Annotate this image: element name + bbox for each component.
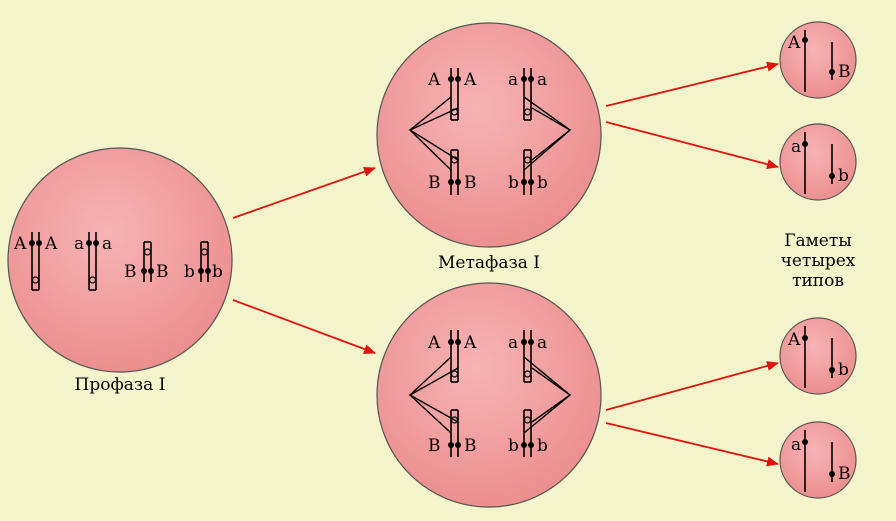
- gametes-caption-line-1: Гаметы: [784, 231, 852, 251]
- arrow-metaphase-top-to-gamete-2: [605, 121, 779, 170]
- allele-label: b: [838, 360, 849, 380]
- allele-label: a: [508, 70, 518, 90]
- gamete-cell-3: [779, 317, 857, 395]
- allele-label: A: [463, 70, 477, 90]
- allele-label: A: [787, 330, 801, 350]
- spindle-fibers: [408, 356, 572, 434]
- bivalent-AA: A A: [13, 232, 58, 291]
- allele-label: A: [427, 333, 441, 353]
- allele-label: a: [74, 234, 84, 254]
- metaphase-top-chromosomes: A A B B a a: [408, 68, 572, 195]
- allele-label: b: [212, 262, 223, 282]
- metaphase-cell-bottom: [376, 282, 602, 508]
- arrow-metaphase-top-to-gamete-1: [605, 61, 779, 107]
- allele-label: b: [508, 436, 519, 456]
- gamete-3-chromosomes: A b: [787, 326, 849, 388]
- allele-label: B: [838, 62, 851, 82]
- allele-label: A: [463, 333, 477, 353]
- metaphase-caption: Метафаза I: [438, 253, 540, 273]
- allele-label: b: [184, 262, 195, 282]
- chromosome-pair-aa: a a: [508, 330, 547, 383]
- gamete-cell-4: [779, 421, 857, 499]
- chromosome-pair-aa: a a: [508, 68, 547, 121]
- allele-label: B: [838, 464, 851, 484]
- prophase-cell-body: [7, 147, 233, 373]
- allele-label: B: [428, 173, 441, 193]
- gamete-4-chromosomes: a B: [791, 430, 851, 492]
- allele-label: B: [464, 436, 477, 456]
- chromosome-pair-bb: b b: [508, 149, 548, 195]
- arrow-metaphase-bottom-to-gamete-4: [605, 422, 779, 467]
- allele-label: A: [13, 234, 27, 254]
- allele-label: A: [427, 70, 441, 90]
- allele-label: b: [838, 166, 849, 186]
- metaphase-cell-top-body: [376, 22, 602, 248]
- arrows: [232, 61, 779, 467]
- allele-label: b: [508, 173, 519, 193]
- gametes-caption-line-2: четырех: [781, 251, 856, 271]
- allele-label: a: [791, 435, 801, 455]
- chromosome-pair-AA: A A: [427, 330, 477, 383]
- metaphase-bottom-chromosomes: A A B B a a: [408, 330, 572, 457]
- allele-label: B: [464, 173, 477, 193]
- chromosome-pair-bb: b b: [508, 409, 548, 457]
- arrow-prophase-to-metaphase-top: [232, 166, 376, 219]
- arrow-prophase-to-metaphase-bottom: [232, 299, 376, 354]
- prophase-chromosomes: A A a a B B: [13, 232, 223, 291]
- gamete-cells: [779, 21, 857, 499]
- allele-label: B: [124, 262, 137, 282]
- allele-label: b: [537, 173, 548, 193]
- allele-label: a: [537, 70, 547, 90]
- allele-label: B: [428, 436, 441, 456]
- bivalent-BB: B B: [124, 241, 169, 282]
- allele-label: b: [537, 436, 548, 456]
- allele-label: a: [791, 137, 801, 157]
- allele-label: a: [102, 234, 112, 254]
- arrow-metaphase-bottom-to-gamete-3: [605, 361, 779, 411]
- allele-label: B: [156, 262, 169, 282]
- allele-label: a: [508, 333, 518, 353]
- chromosome-pair-BB: B B: [428, 149, 477, 195]
- bivalent-aa: a a: [74, 232, 112, 291]
- spindle-fibers: [408, 96, 572, 171]
- allele-label: a: [537, 333, 547, 353]
- allele-label: A: [787, 33, 801, 53]
- prophase-caption: Профаза I: [75, 375, 166, 395]
- gamete-cell-1: [779, 21, 857, 99]
- allele-label: A: [44, 234, 58, 254]
- metaphase-cell-top: [376, 22, 602, 248]
- gametes-caption-line-3: типов: [792, 271, 844, 291]
- bivalent-bb: b b: [184, 241, 223, 282]
- prophase-cell: [7, 147, 233, 373]
- gamete-cell-2: [779, 123, 857, 201]
- metaphase-cell-bottom-body: [376, 282, 602, 508]
- chromosome-pair-AA: A A: [427, 68, 477, 121]
- chromosome-pair-BB: B B: [428, 409, 477, 457]
- gamete-2-chromosomes: a b: [791, 132, 849, 194]
- gamete-1-chromosomes: A B: [787, 30, 851, 92]
